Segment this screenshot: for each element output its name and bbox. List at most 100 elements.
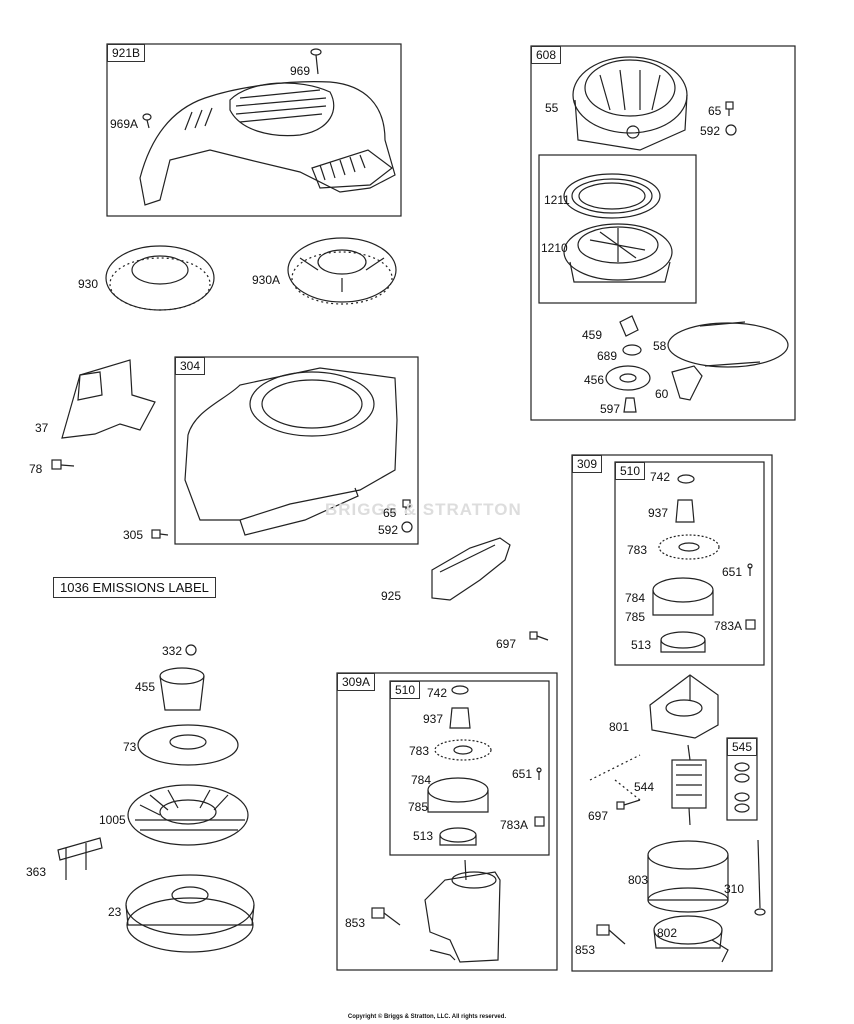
screw-969a bbox=[142, 113, 152, 129]
part-925: 925 bbox=[381, 589, 402, 603]
guard-930 bbox=[105, 245, 215, 311]
part-65-a: 65 bbox=[708, 104, 722, 118]
part-305: 305 bbox=[123, 528, 144, 542]
group-frame-309 bbox=[571, 454, 773, 972]
group-frame-608 bbox=[530, 45, 796, 421]
end-cap-801 bbox=[649, 674, 719, 739]
housing-803 bbox=[647, 840, 729, 913]
part-592-b: 592 bbox=[378, 523, 399, 537]
part-363: 363 bbox=[26, 865, 47, 879]
baffle-37 bbox=[61, 359, 156, 439]
part-742-a: 742 bbox=[650, 470, 671, 484]
part-459: 459 bbox=[582, 328, 603, 342]
handle-60 bbox=[671, 365, 703, 401]
copyright-notice: Copyright © Briggs & Stratton, LLC. All … bbox=[347, 1014, 507, 1020]
part-803: 803 bbox=[628, 873, 649, 887]
screw-78 bbox=[51, 459, 75, 470]
part-310: 310 bbox=[724, 882, 745, 896]
nut-783a-a bbox=[745, 619, 756, 630]
bolt-65 bbox=[725, 101, 734, 116]
screw-305 bbox=[151, 529, 169, 539]
part-592-a: 592 bbox=[700, 124, 721, 138]
part-1211: 1211 bbox=[544, 193, 570, 207]
screw-697b bbox=[589, 754, 641, 810]
group-frame-304 bbox=[174, 356, 419, 545]
nut-592b bbox=[401, 521, 413, 533]
part-783-a: 783 bbox=[627, 543, 648, 557]
part-802: 802 bbox=[657, 926, 678, 940]
part-697-a: 697 bbox=[496, 637, 517, 651]
group-label-510-b: 510 bbox=[390, 681, 421, 699]
blower-housing-304 bbox=[184, 367, 398, 536]
group-label-921b: 921B bbox=[107, 44, 146, 62]
group-frame-309a bbox=[336, 672, 558, 971]
part-513-a: 513 bbox=[631, 638, 652, 652]
part-651-b: 651 bbox=[512, 767, 533, 781]
part-783A-a: 783A bbox=[714, 619, 743, 633]
armature-544 bbox=[671, 744, 707, 826]
part-1005: 1005 bbox=[99, 813, 126, 827]
part-78: 78 bbox=[29, 462, 43, 476]
part-801: 801 bbox=[609, 720, 630, 734]
group-label-304: 304 bbox=[175, 357, 206, 375]
retainer-456 bbox=[605, 365, 651, 391]
part-783-b: 783 bbox=[409, 744, 430, 758]
screen-73 bbox=[137, 724, 239, 766]
nut-332 bbox=[185, 644, 197, 656]
cup-455 bbox=[159, 667, 205, 711]
fan-1005 bbox=[127, 784, 249, 846]
guard-930a bbox=[287, 237, 397, 305]
group-label-510-a: 510 bbox=[615, 462, 646, 480]
group-label-309a: 309A bbox=[337, 673, 376, 691]
pawl-459 bbox=[619, 315, 639, 337]
rope-58 bbox=[667, 321, 789, 368]
bolt-310 bbox=[754, 839, 766, 916]
part-783A-b: 783A bbox=[500, 818, 529, 832]
subgroup-frame-1211 bbox=[538, 154, 697, 304]
connector-853-b bbox=[371, 907, 401, 926]
spring-1211 bbox=[563, 173, 661, 219]
part-930a: 930A bbox=[252, 273, 281, 287]
part-937-a: 937 bbox=[648, 506, 669, 520]
part-1210: 1210 bbox=[541, 241, 568, 255]
part-60: 60 bbox=[655, 387, 669, 401]
part-930: 930 bbox=[78, 277, 99, 291]
group-frame-510-a bbox=[614, 461, 765, 666]
part-784-a: 784 bbox=[625, 591, 646, 605]
part-37: 37 bbox=[35, 421, 49, 435]
connector-853-a bbox=[596, 924, 626, 945]
part-742-b: 742 bbox=[427, 686, 448, 700]
drive-kit-510-b bbox=[427, 685, 492, 846]
bolt-65b bbox=[402, 499, 411, 515]
part-58: 58 bbox=[653, 339, 667, 353]
part-65-b: 65 bbox=[383, 506, 397, 520]
screw-969 bbox=[310, 48, 322, 75]
screw-697a bbox=[529, 631, 549, 641]
starter-motor-309a bbox=[424, 859, 501, 963]
group-frame-921b bbox=[106, 43, 402, 217]
watermark: BRIGGS & STRATTON bbox=[325, 500, 522, 519]
group-label-608: 608 bbox=[531, 46, 562, 64]
clip-689 bbox=[622, 344, 642, 356]
bracket-363 bbox=[57, 837, 103, 880]
part-651-a: 651 bbox=[722, 565, 743, 579]
part-456: 456 bbox=[584, 373, 605, 387]
group-label-545: 545 bbox=[727, 738, 758, 756]
blower-cover-921b bbox=[139, 81, 396, 206]
screw-651-b bbox=[536, 767, 542, 780]
drive-kit-510-a bbox=[652, 474, 720, 653]
part-969: 969 bbox=[290, 64, 311, 78]
part-332: 332 bbox=[162, 644, 183, 658]
part-73: 73 bbox=[123, 740, 137, 754]
nut-592 bbox=[725, 124, 737, 136]
air-guide-925 bbox=[431, 537, 511, 601]
part-785-b: 785 bbox=[408, 800, 429, 814]
part-689: 689 bbox=[597, 349, 618, 363]
part-513-b: 513 bbox=[413, 829, 434, 843]
part-853-a: 853 bbox=[575, 943, 596, 957]
part-937-b: 937 bbox=[423, 712, 444, 726]
group-frame-510-b bbox=[389, 680, 550, 856]
part-23: 23 bbox=[108, 905, 122, 919]
emissions-label: 1036 EMISSIONS LABEL bbox=[53, 577, 216, 598]
